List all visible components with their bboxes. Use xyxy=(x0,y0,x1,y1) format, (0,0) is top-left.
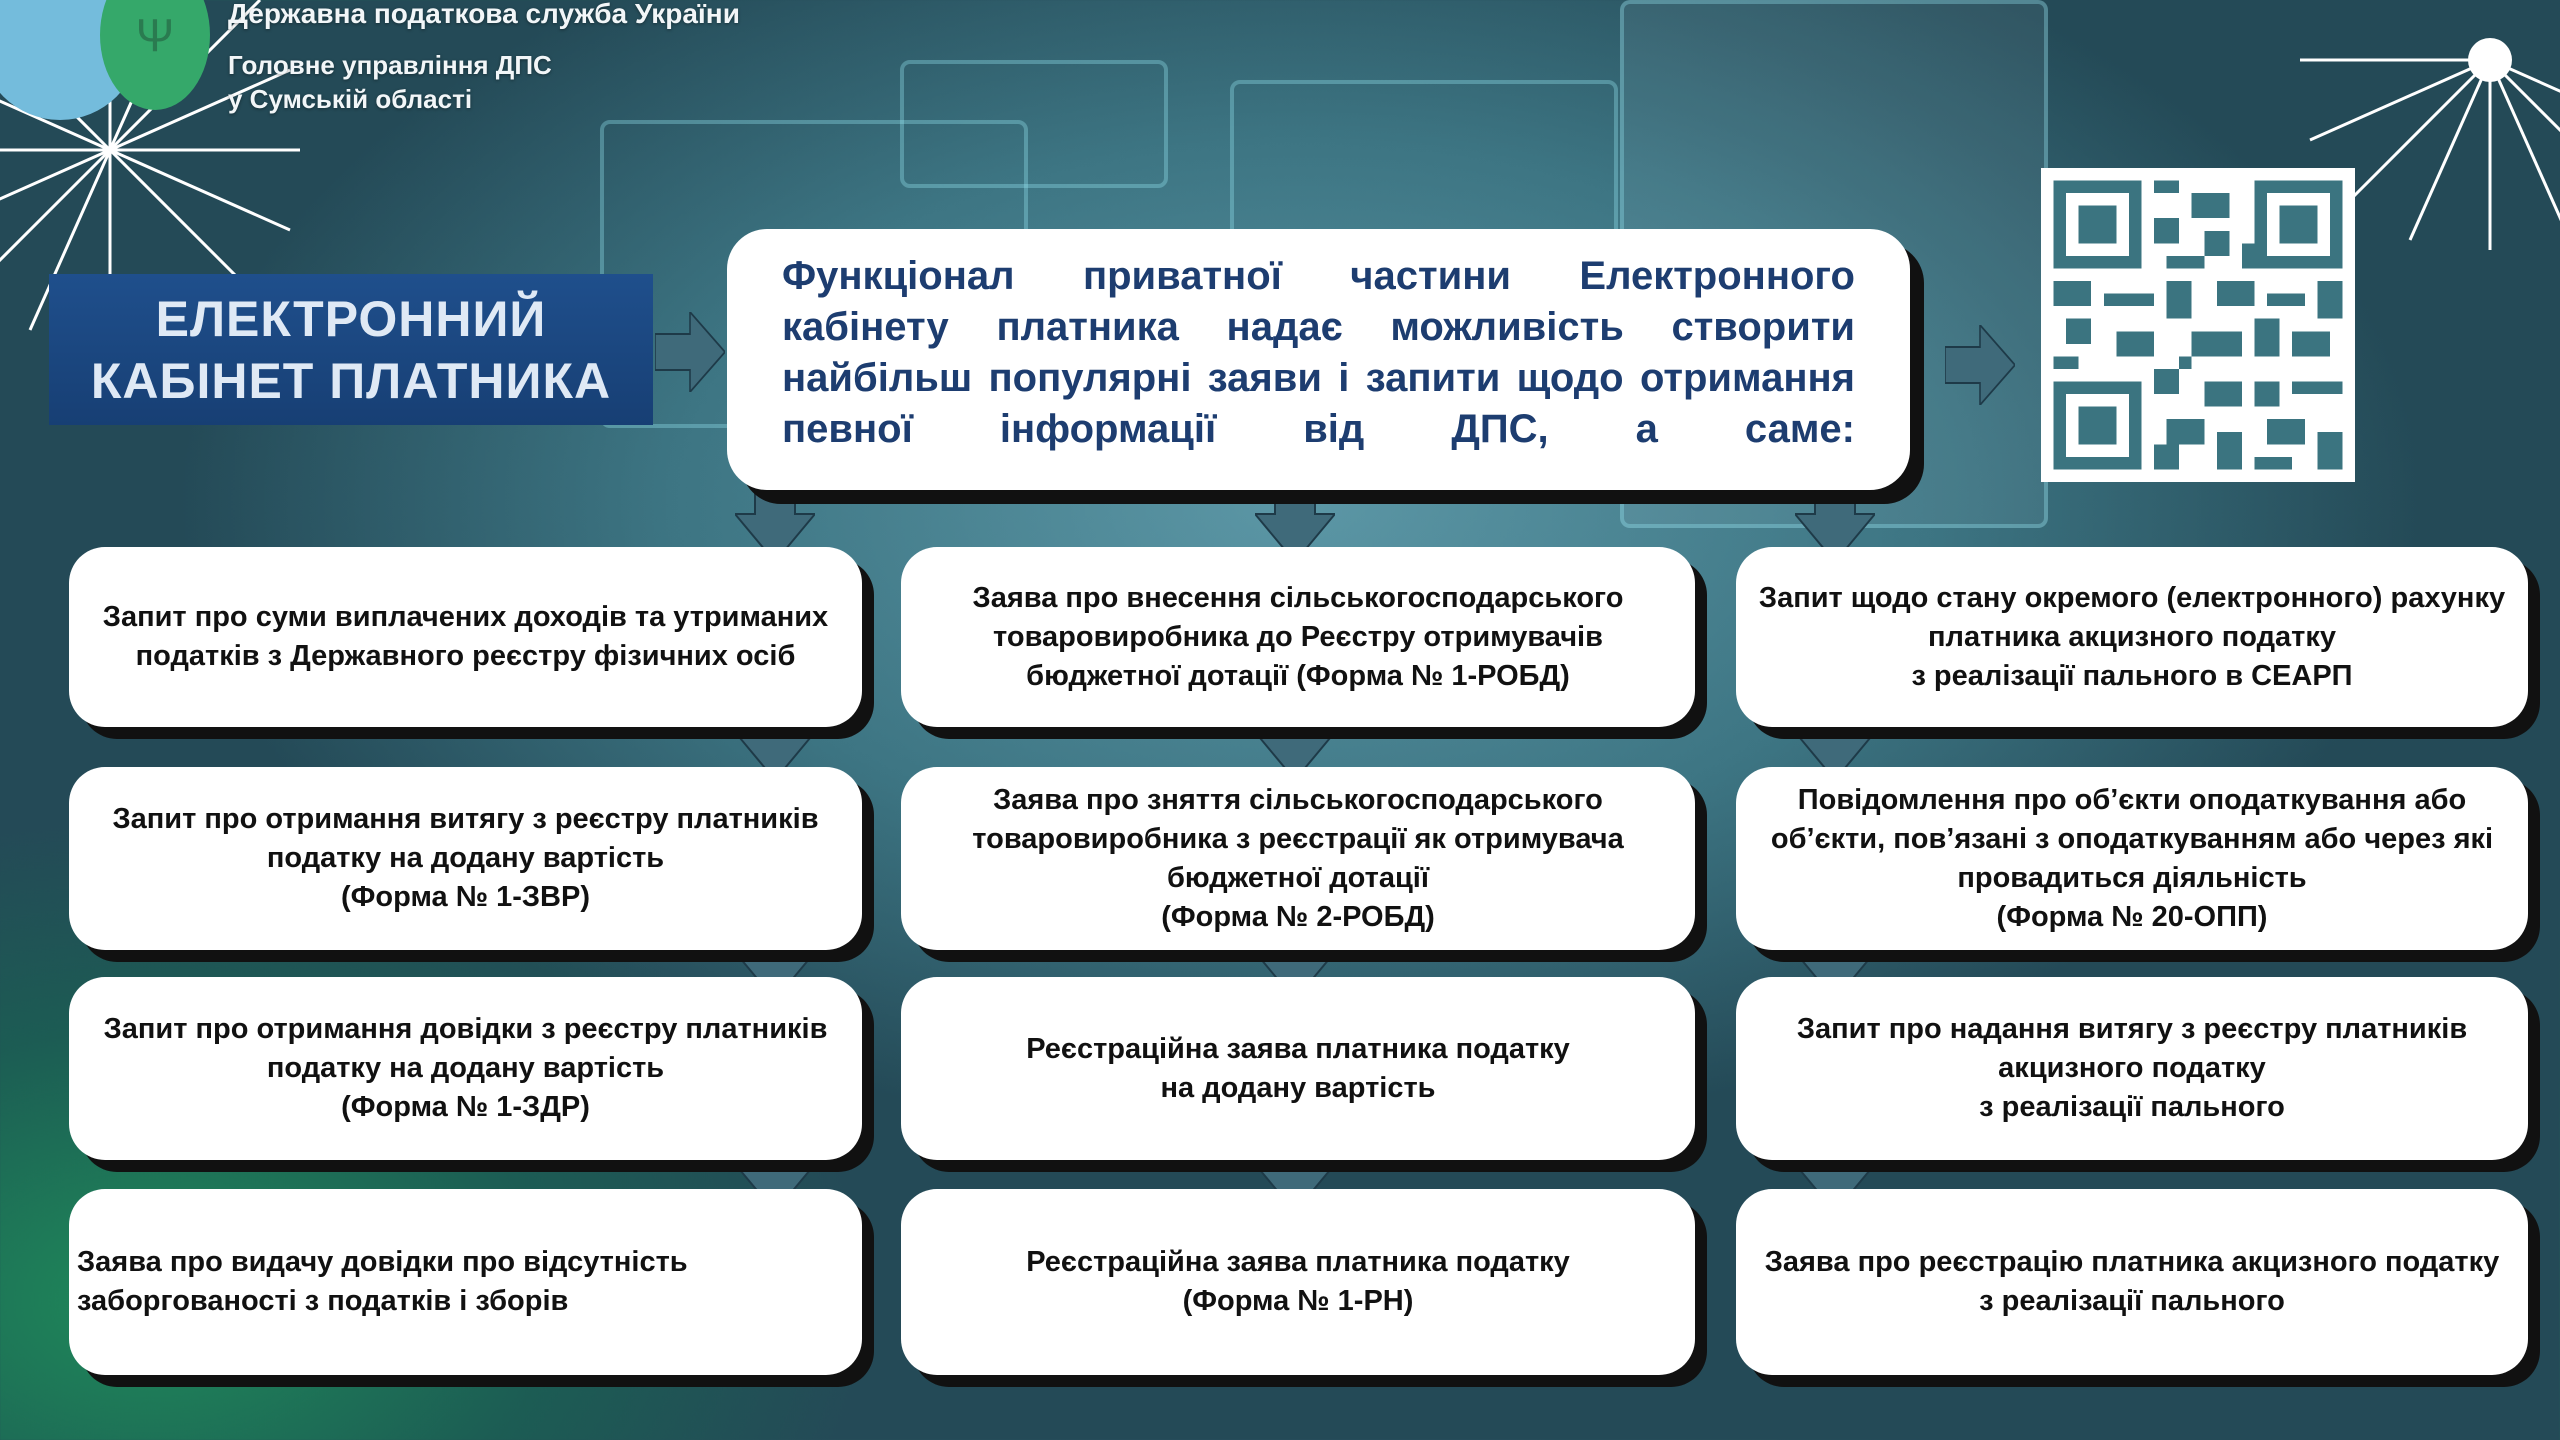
request-card[interactable]: Реєстраційна заява платника податку (Фор… xyxy=(901,1189,1695,1375)
card-text: Запит про суми виплачених доходів та утр… xyxy=(102,601,829,672)
arrow-right-icon xyxy=(655,312,725,392)
cabinet-banner: ЕЛЕКТРОННИЙ КАБІНЕТ ПЛАТНИКА xyxy=(49,274,653,425)
request-card[interactable]: Запит про суми виплачених доходів та утр… xyxy=(69,547,862,727)
request-card[interactable]: Запит про надання витягу з реєстру платн… xyxy=(1736,977,2528,1160)
request-card[interactable]: Заява про зняття сільськогосподарського … xyxy=(901,767,1695,950)
request-card[interactable]: Реєстраційна заява платника податку на д… xyxy=(901,977,1695,1160)
qr-code[interactable] xyxy=(2041,168,2355,482)
card-text: Заява про зняття сільськогосподарського … xyxy=(972,783,1624,933)
card-text: Запит щодо стану окремого (електронного)… xyxy=(1758,581,2506,692)
org-name: Державна податкова служба України xyxy=(228,0,740,29)
request-card[interactable]: Заява про видачу довідки про відсутність… xyxy=(69,1189,862,1375)
card-text: Запит про надання витягу з реєстру платн… xyxy=(1796,1013,2468,1123)
card-text: Заява про внесення сільськогосподарськог… xyxy=(972,581,1624,692)
request-card[interactable]: Запит щодо стану окремого (електронного)… xyxy=(1736,547,2528,727)
card-text: Запит про отримання довідки з реєстру пл… xyxy=(103,1013,828,1123)
card-text: Заява про реєстрацію платника акцизного … xyxy=(1764,1246,2500,1317)
intro-callout: Функціонал приватної частини Електронног… xyxy=(727,229,1910,490)
request-card[interactable]: Запит про отримання довідки з реєстру пл… xyxy=(69,977,862,1160)
request-card[interactable]: Заява про внесення сільськогосподарськог… xyxy=(901,547,1695,727)
card-text: Реєстраційна заява платника податку на д… xyxy=(1026,1032,1570,1104)
arrow-right-icon xyxy=(1945,325,2015,405)
banner-line: КАБІНЕТ ПЛАТНИКА xyxy=(90,352,612,409)
header: Державна податкова служба України Головн… xyxy=(228,0,740,116)
sparkle-decoration xyxy=(2300,38,2560,250)
background-circuit xyxy=(900,60,1168,188)
banner-line: ЕЛЕКТРОННИЙ xyxy=(155,290,547,347)
office-name: Головне управління ДПС xyxy=(228,50,552,80)
card-text: Запит про отримання витягу з реєстру пла… xyxy=(112,803,819,913)
request-card[interactable]: Повідомлення про об’єкти оподаткування а… xyxy=(1736,767,2528,950)
card-text: Повідомлення про об’єкти оподаткування а… xyxy=(1770,783,2494,933)
card-text: Реєстраційна заява платника податку (Фор… xyxy=(1026,1246,1570,1317)
request-card[interactable]: Заява про реєстрацію платника акцизного … xyxy=(1736,1189,2528,1375)
card-text: Заява про видачу довідки про відсутність… xyxy=(77,1246,688,1317)
office-region: у Сумській області xyxy=(228,84,473,114)
request-card[interactable]: Запит про отримання витягу з реєстру пла… xyxy=(69,767,862,950)
